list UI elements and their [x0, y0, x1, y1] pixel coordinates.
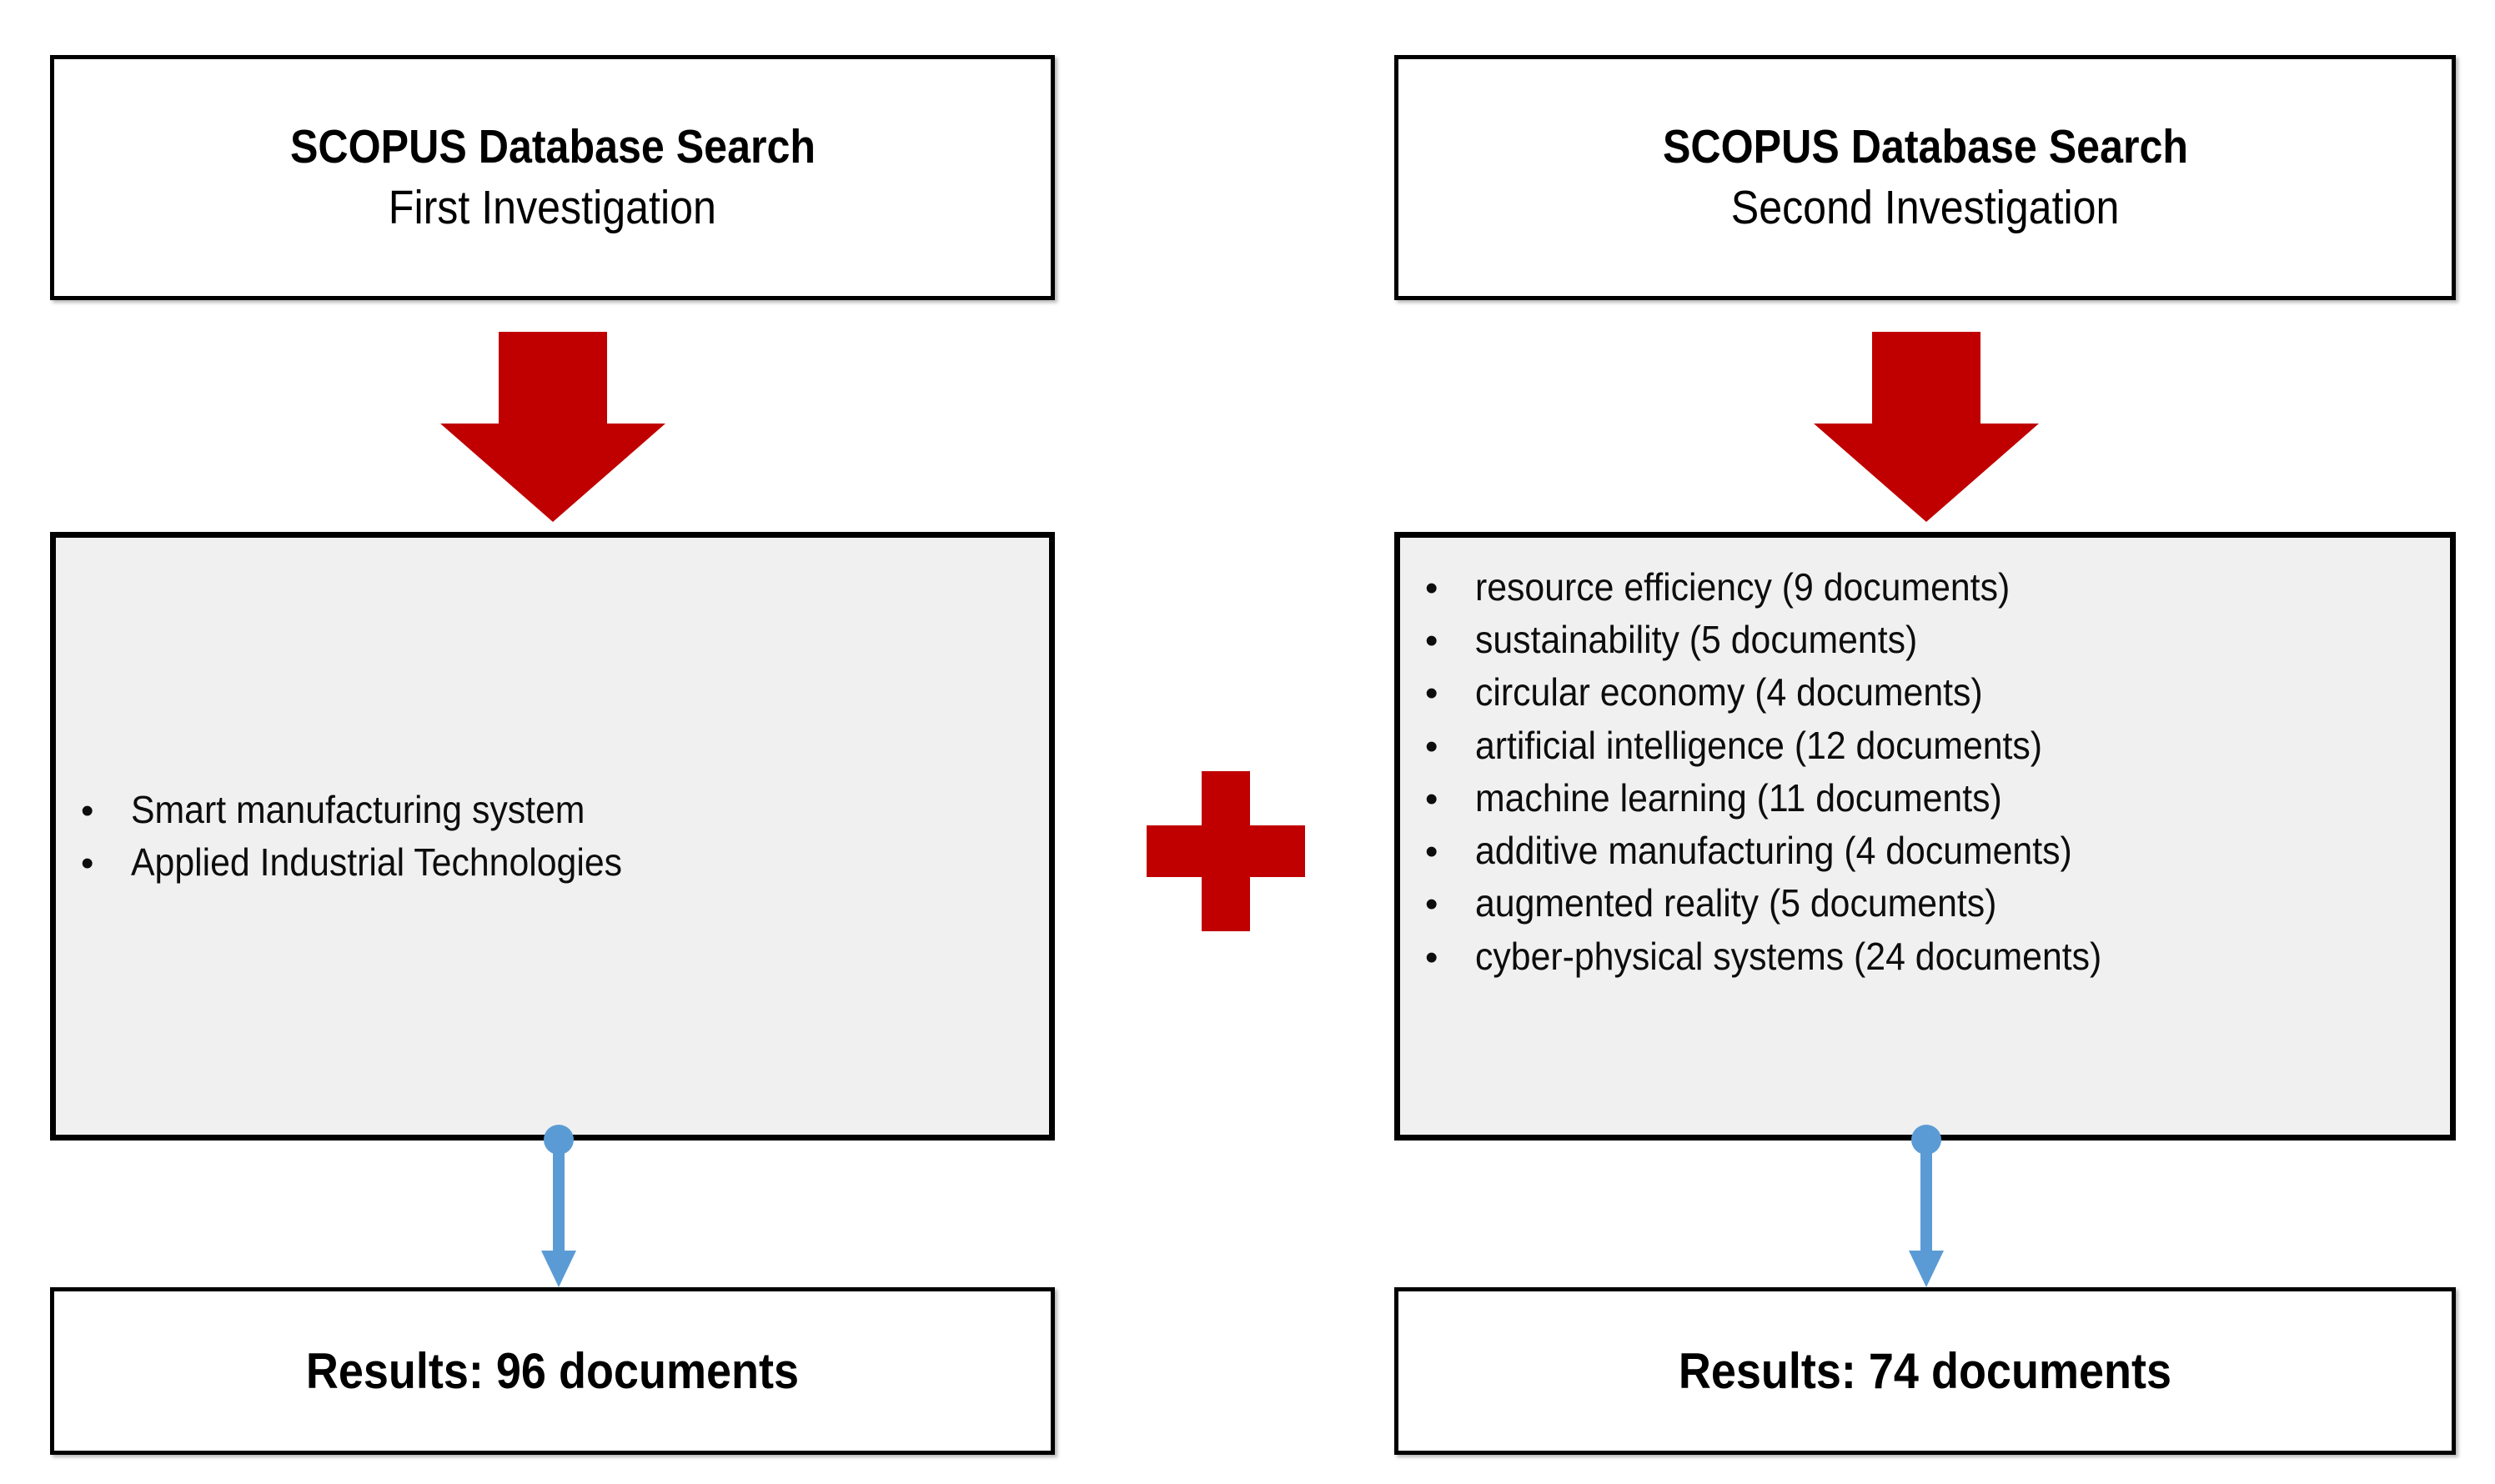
list-item: • cyber-physical systems (24 documents): [1425, 930, 2450, 983]
right-criteria-box: • resource efficiency (9 documents) • su…: [1394, 532, 2456, 1141]
bullet-label: sustainability (5 documents): [1475, 618, 1918, 662]
list-item: • augmented reality (5 documents): [1425, 877, 2450, 930]
left-down-connector-arrow-icon: [539, 1124, 579, 1291]
list-item: • Smart manufacturing system: [81, 784, 1049, 836]
bullet-icon: •: [1425, 936, 1438, 978]
right-bullet-list: • resource efficiency (9 documents) • su…: [1400, 561, 2450, 983]
plus-icon: [1147, 771, 1305, 931]
right-search-title: SCOPUS Database Search: [1662, 120, 2188, 174]
bullet-icon: •: [1425, 725, 1438, 767]
list-item: • circular economy (4 documents): [1425, 666, 2450, 719]
right-result-box: Results: 74 documents: [1394, 1287, 2456, 1455]
list-item: • machine learning (11 documents): [1425, 772, 2450, 825]
left-search-subtitle: First Investigation: [388, 181, 717, 234]
right-result-label: Results: 74 documents: [1678, 1343, 2172, 1399]
bullet-label: machine learning (11 documents): [1475, 775, 2002, 820]
left-search-box: SCOPUS Database Search First Investigati…: [50, 55, 1055, 300]
bullet-icon: •: [1425, 831, 1438, 873]
bullet-icon: •: [1425, 568, 1438, 609]
bullet-label: resource efficiency (9 documents): [1475, 565, 2011, 609]
bullet-icon: •: [81, 843, 94, 884]
bullet-icon: •: [1425, 620, 1438, 662]
list-item: • artificial intelligence (12 documents): [1425, 719, 2450, 772]
list-item: • Applied Industrial Technologies: [81, 836, 1049, 889]
bullet-label: artificial intelligence (12 documents): [1475, 723, 2043, 767]
bullet-icon: •: [81, 790, 94, 831]
left-bullet-list: • Smart manufacturing system • Applied I…: [56, 784, 1049, 889]
bullet-icon: •: [1425, 884, 1438, 925]
list-item: • additive manufacturing (4 documents): [1425, 825, 2450, 877]
right-search-box: SCOPUS Database Search Second Investigat…: [1394, 55, 2456, 300]
bullet-label: Applied Industrial Technologies: [131, 840, 623, 884]
right-down-arrow-icon: [1814, 332, 2039, 522]
left-down-arrow-icon: [440, 332, 665, 522]
bullet-label: circular economy (4 documents): [1475, 670, 1983, 714]
left-criteria-box: • Smart manufacturing system • Applied I…: [50, 532, 1055, 1141]
bullet-label: cyber-physical systems (24 documents): [1475, 934, 2102, 978]
bullet-icon: •: [1425, 778, 1438, 820]
right-search-subtitle: Second Investigation: [1730, 181, 2120, 234]
right-down-connector-arrow-icon: [1906, 1124, 1946, 1291]
list-item: • sustainability (5 documents): [1425, 614, 2450, 666]
bullet-label: Smart manufacturing system: [131, 787, 585, 831]
bullet-icon: •: [1425, 673, 1438, 714]
left-search-title: SCOPUS Database Search: [289, 120, 816, 174]
bullet-label: additive manufacturing (4 documents): [1475, 829, 2072, 873]
bullet-label: augmented reality (5 documents): [1475, 881, 1997, 925]
left-result-label: Results: 96 documents: [305, 1343, 800, 1399]
list-item: • resource efficiency (9 documents): [1425, 561, 2450, 614]
left-result-box: Results: 96 documents: [50, 1287, 1055, 1455]
